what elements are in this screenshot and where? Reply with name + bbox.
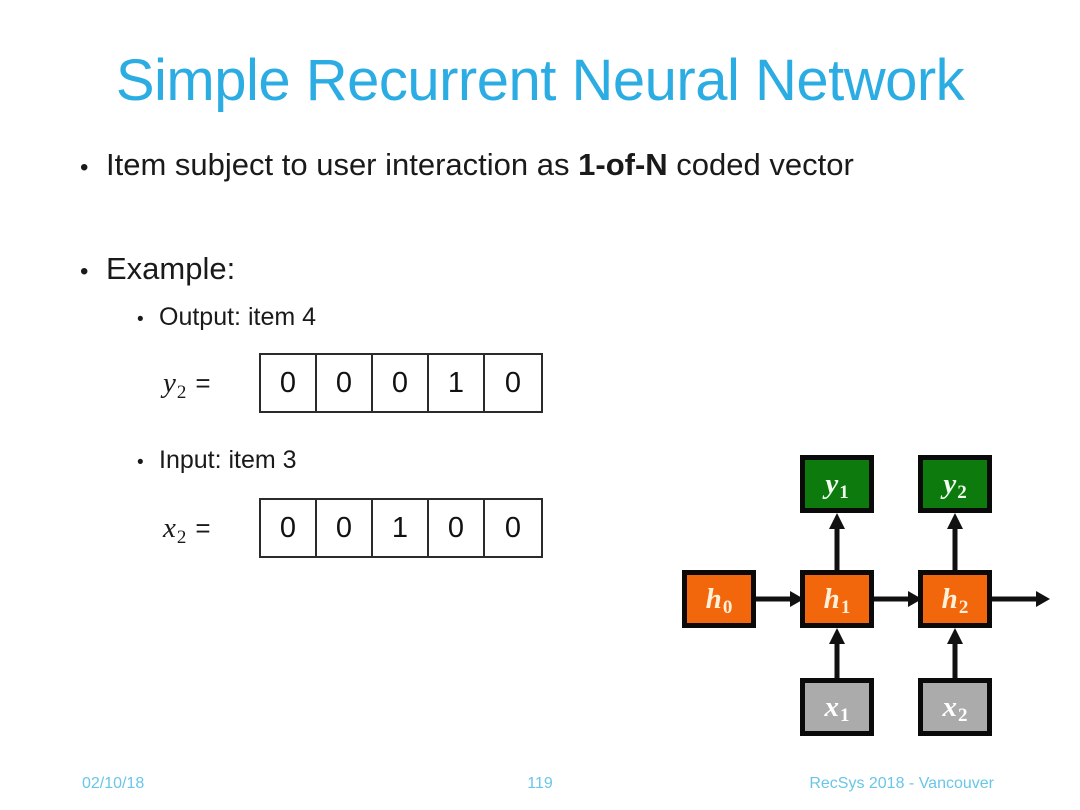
footer-page-number: 119 <box>527 775 553 792</box>
output-vector-subscript: 2 <box>176 381 187 403</box>
bullet-item-coded-vector: • Item subject to user interaction as 1-… <box>80 146 854 187</box>
bullet-input-item: • Input: item 3 <box>137 444 297 479</box>
output-vector-var: y <box>163 366 176 399</box>
vector-cell: 0 <box>261 355 317 411</box>
vector-cell: 0 <box>261 500 317 556</box>
vector-cell: 0 <box>373 355 429 411</box>
bullet-output-item: • Output: item 4 <box>137 301 316 336</box>
rnn-node-h2-var: h <box>941 582 958 615</box>
bullet-glyph: • <box>137 452 144 473</box>
vector-cell: 0 <box>317 500 373 556</box>
input-vector-equals: = <box>195 512 211 543</box>
bullet-glyph: • <box>80 258 89 285</box>
rnn-node-y1-var: y <box>825 467 839 500</box>
rnn-node-x1-subscript: 1 <box>840 704 850 726</box>
bullet-glyph: • <box>80 154 89 181</box>
arrow-h1-to-y1 <box>827 511 847 573</box>
footer-event-name: RecSys 2018 - Vancouver <box>809 775 994 792</box>
vector-cell: 0 <box>429 500 485 556</box>
bullet-text: Example: <box>106 251 236 286</box>
page-title: Simple Recurrent Neural Network <box>115 48 965 113</box>
rnn-node-h0-var: h <box>705 582 722 615</box>
output-vector-cells: 0 0 0 1 0 <box>259 353 543 413</box>
input-vector-subscript: 2 <box>176 526 187 548</box>
input-vector-cells: 0 0 1 0 0 <box>259 498 543 558</box>
rnn-node-x2-subscript: 2 <box>958 704 968 726</box>
input-vector-var: x <box>163 511 176 544</box>
bullet-text-bold: 1-of-N <box>578 147 668 182</box>
arrow-h1-to-h2 <box>872 589 922 609</box>
arrow-x1-to-h1 <box>827 626 847 682</box>
bullet-text-before: Item subject to user interaction as <box>106 147 579 182</box>
rnn-node-h0-subscript: 0 <box>722 596 733 618</box>
bullet-text: Input: item 3 <box>159 446 297 474</box>
rnn-node-h2-subscript: 2 <box>958 596 969 618</box>
rnn-node-x1-var: x <box>824 690 840 723</box>
rnn-node-h1-var: h <box>823 582 840 615</box>
footer-date: 02/10/18 <box>82 775 145 792</box>
bullet-glyph: • <box>137 309 144 330</box>
output-vector-equals: = <box>195 367 211 398</box>
arrow-x2-to-h2 <box>945 626 965 682</box>
rnn-node-x2-var: x <box>942 690 958 723</box>
bullet-text: Output: item 4 <box>159 303 317 331</box>
arrow-h0-to-h1 <box>754 589 804 609</box>
arrow-h2-to-y2 <box>945 511 965 573</box>
vector-cell: 0 <box>317 355 373 411</box>
vector-cell: 1 <box>373 500 429 556</box>
rnn-node-h1-subscript: 1 <box>840 596 851 618</box>
rnn-node-y2-subscript: 2 <box>957 481 967 503</box>
bullet-text-after: coded vector <box>667 147 854 182</box>
rnn-node-y2-var: y <box>943 467 957 500</box>
vector-cell: 1 <box>429 355 485 411</box>
bullet-text: Item subject to user interaction as 1-of… <box>106 146 854 184</box>
bullet-example: • Example: <box>80 250 235 291</box>
arrow-h2-to-next <box>990 589 1050 609</box>
vector-cell: 0 <box>504 366 522 399</box>
vector-cell: 0 <box>504 511 522 544</box>
rnn-node-y1-subscript: 1 <box>839 481 849 503</box>
